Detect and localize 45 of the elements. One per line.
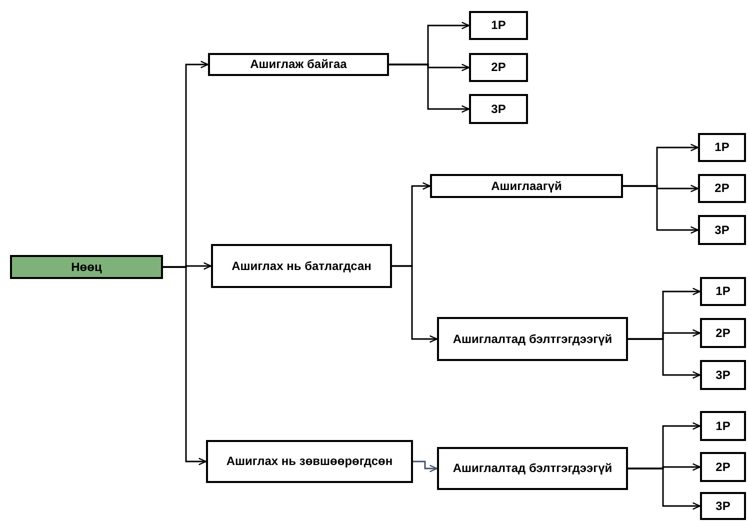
process-box bbox=[208, 53, 389, 76]
process-box bbox=[469, 94, 528, 124]
process-box bbox=[700, 277, 746, 306]
process-box bbox=[698, 215, 746, 245]
box-label: Ашиглах нь батлагдсан bbox=[232, 258, 372, 274]
box-label: 2P bbox=[716, 460, 730, 474]
connector-arrow bbox=[623, 185, 699, 234]
process-box bbox=[698, 174, 746, 203]
connector-arrow bbox=[163, 266, 207, 466]
process-box bbox=[437, 447, 628, 490]
box-label: 1P bbox=[491, 18, 506, 33]
box-label: 1P bbox=[716, 284, 730, 299]
connector-arrow bbox=[628, 468, 701, 510]
process-box bbox=[10, 255, 163, 279]
box-label: 3P bbox=[491, 102, 506, 116]
box-label: 1P bbox=[714, 140, 730, 155]
process-box bbox=[698, 133, 746, 162]
process-box bbox=[700, 360, 746, 390]
box-label: Ашиглаагүй bbox=[491, 178, 562, 194]
connector-arrow bbox=[413, 460, 438, 472]
box-label: 3P bbox=[714, 222, 730, 238]
box-label: 1P bbox=[716, 418, 730, 434]
process-box bbox=[700, 318, 746, 348]
box-label: Ашиглалтад бэлтгэгдээгүй bbox=[452, 332, 612, 346]
box-label: Ашиглах нь зөвшөөрөгдсөн bbox=[226, 454, 393, 469]
box-label: Нөөц bbox=[71, 260, 102, 274]
process-box bbox=[700, 411, 746, 441]
process-box bbox=[430, 174, 623, 198]
connector-arrow bbox=[392, 265, 438, 343]
process-box bbox=[206, 440, 413, 483]
box-label: 2P bbox=[491, 60, 506, 75]
process-box bbox=[700, 492, 746, 520]
box-label: 2P bbox=[714, 181, 730, 196]
box-label: 3P bbox=[716, 368, 730, 382]
process-box bbox=[211, 244, 392, 288]
box-label: 3P bbox=[716, 498, 730, 514]
box-label: 2P bbox=[716, 326, 730, 340]
process-box bbox=[469, 11, 528, 40]
connector-arrow bbox=[628, 338, 701, 379]
process-box bbox=[437, 317, 628, 361]
connector-arrow bbox=[389, 64, 470, 113]
process-box bbox=[700, 452, 746, 482]
box-label: Ашиглаж байгаа bbox=[250, 57, 347, 72]
box-label: Ашиглалтад бэлтгэгдээгүй bbox=[452, 461, 612, 476]
process-box bbox=[469, 53, 528, 82]
